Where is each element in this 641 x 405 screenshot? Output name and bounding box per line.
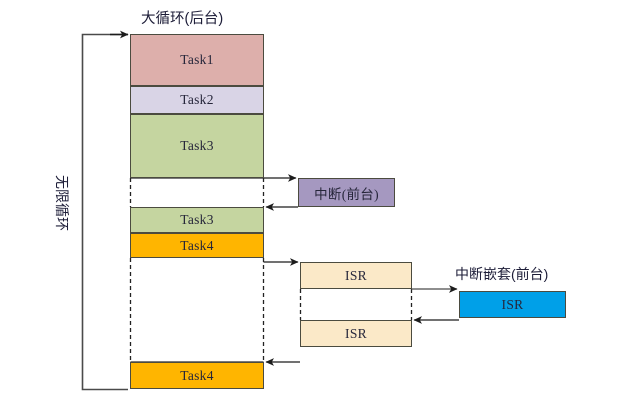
isr-block-nested[interactable]: ISR (459, 291, 566, 318)
task-block-task4-second[interactable]: Task4 (130, 362, 264, 389)
infinite-loop-bracket (81, 30, 129, 391)
isr-block-label: ISR (501, 296, 524, 312)
label-interrupt-foreground: 中断嵌套(前台) (455, 266, 549, 282)
task-block-task3-first[interactable]: Task3 (130, 114, 264, 178)
task-block-label: Task3 (180, 212, 214, 227)
title-background-loop: 大循环(后台) (141, 11, 224, 27)
guide-lines (129, 178, 413, 362)
isr-block-second[interactable]: ISR (300, 320, 412, 347)
task-block-label: Task2 (180, 92, 214, 107)
isr-block-label: ISR (345, 267, 367, 283)
column-outline (130, 177, 264, 363)
task-block-task3-second[interactable]: Task3 (130, 207, 264, 233)
task-block-task1[interactable]: Task1 (130, 34, 264, 86)
interrupt-block-foreground[interactable]: 中断(前台) (298, 178, 395, 207)
task-block-label: Task4 (180, 367, 214, 383)
isr-block-first[interactable]: ISR (300, 262, 412, 289)
task-block-label: Task4 (180, 237, 214, 253)
task-block-task2[interactable]: Task2 (130, 86, 264, 114)
task-block-label: Task1 (180, 52, 214, 67)
task-block-label: Task3 (180, 138, 214, 153)
interrupt-block-label: 中断(前台) (314, 186, 379, 202)
isr-block-label: ISR (345, 325, 367, 341)
label-infinite-loop: 无限循环 (54, 175, 70, 231)
task-block-task4-first[interactable]: Task4 (130, 233, 264, 258)
